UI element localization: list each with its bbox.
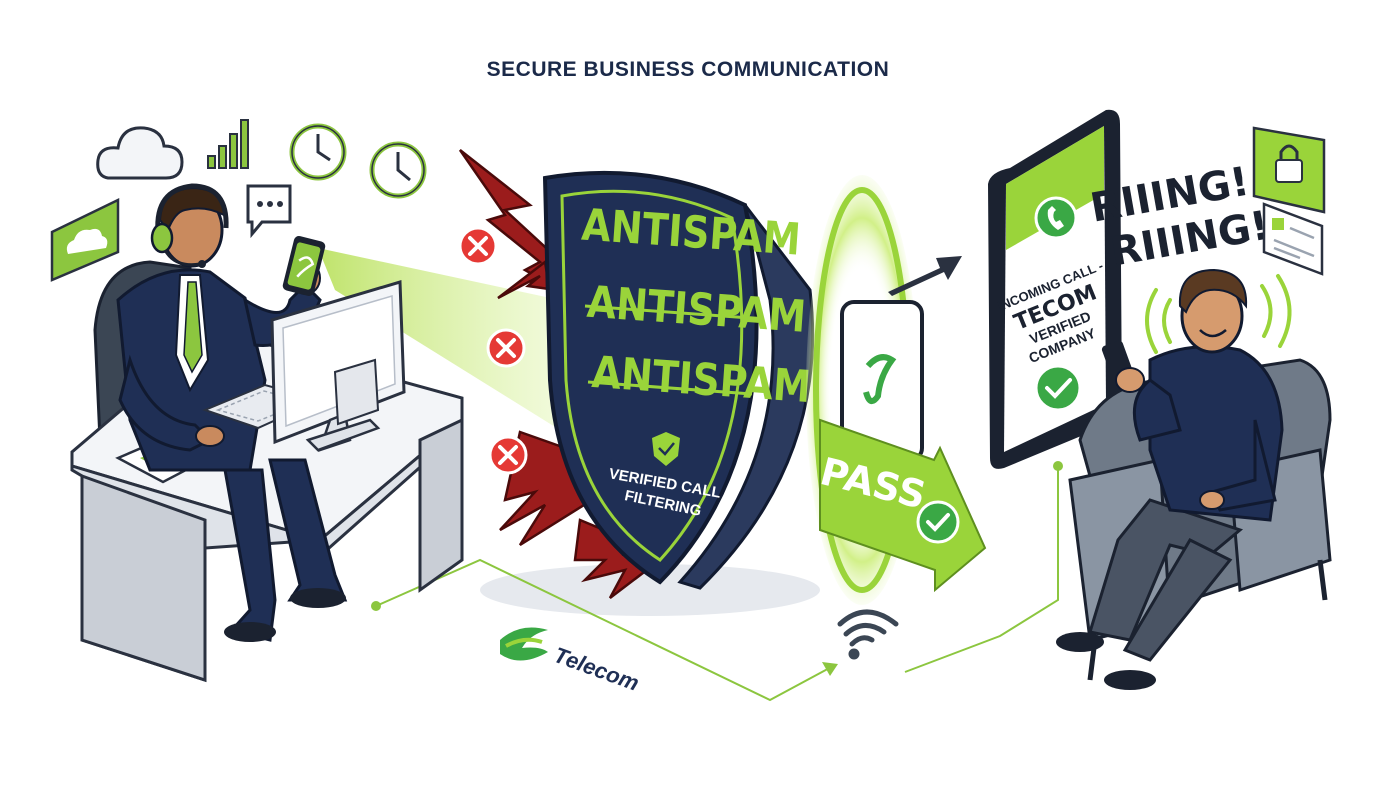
clock-icon <box>289 123 347 181</box>
path-node <box>1053 461 1063 471</box>
businessman-desk-group <box>70 183 464 683</box>
cloud-icon <box>96 126 184 180</box>
wifi-icon <box>837 609 899 660</box>
path-arrowhead <box>822 662 838 676</box>
contact-card-icon <box>1262 202 1324 276</box>
x-icon <box>458 226 498 266</box>
lock-icon <box>1252 126 1326 214</box>
check-icon <box>916 500 960 544</box>
check-icon <box>1034 364 1082 412</box>
page-title: SECURE BUSINESS COMMUNICATION <box>486 58 890 81</box>
shield-shadow <box>480 564 820 616</box>
receiver-armchair-group <box>1056 268 1332 690</box>
chat-bubble-icon <box>246 184 292 239</box>
incoming-call-phone: INCOMING CALL - TECOM VERIFIED COMPANY <box>988 109 1122 469</box>
path-node <box>371 601 381 611</box>
signal-bars-icon <box>207 119 249 169</box>
phone-call-icon <box>1034 196 1078 240</box>
clock-icon <box>369 141 427 199</box>
pass-arrow: PASS <box>816 418 987 593</box>
receiver-sweater <box>1148 345 1284 522</box>
telecom-logo-icon <box>500 627 548 661</box>
forward-arrow <box>888 256 962 296</box>
cloud-icon <box>50 198 120 282</box>
x-icon <box>486 328 526 368</box>
verified-phone <box>840 300 924 462</box>
check-icon <box>652 432 680 466</box>
antispam-shield: ANTISPAM ANTISPAM ANTISPAM VERIFIED CALL… <box>542 170 815 590</box>
x-icon <box>488 435 528 475</box>
desk-drawer <box>80 473 207 683</box>
ring-waves <box>1145 274 1292 354</box>
headset <box>155 183 229 233</box>
brand-name: Telecom <box>551 642 643 696</box>
green-tie <box>183 281 203 374</box>
